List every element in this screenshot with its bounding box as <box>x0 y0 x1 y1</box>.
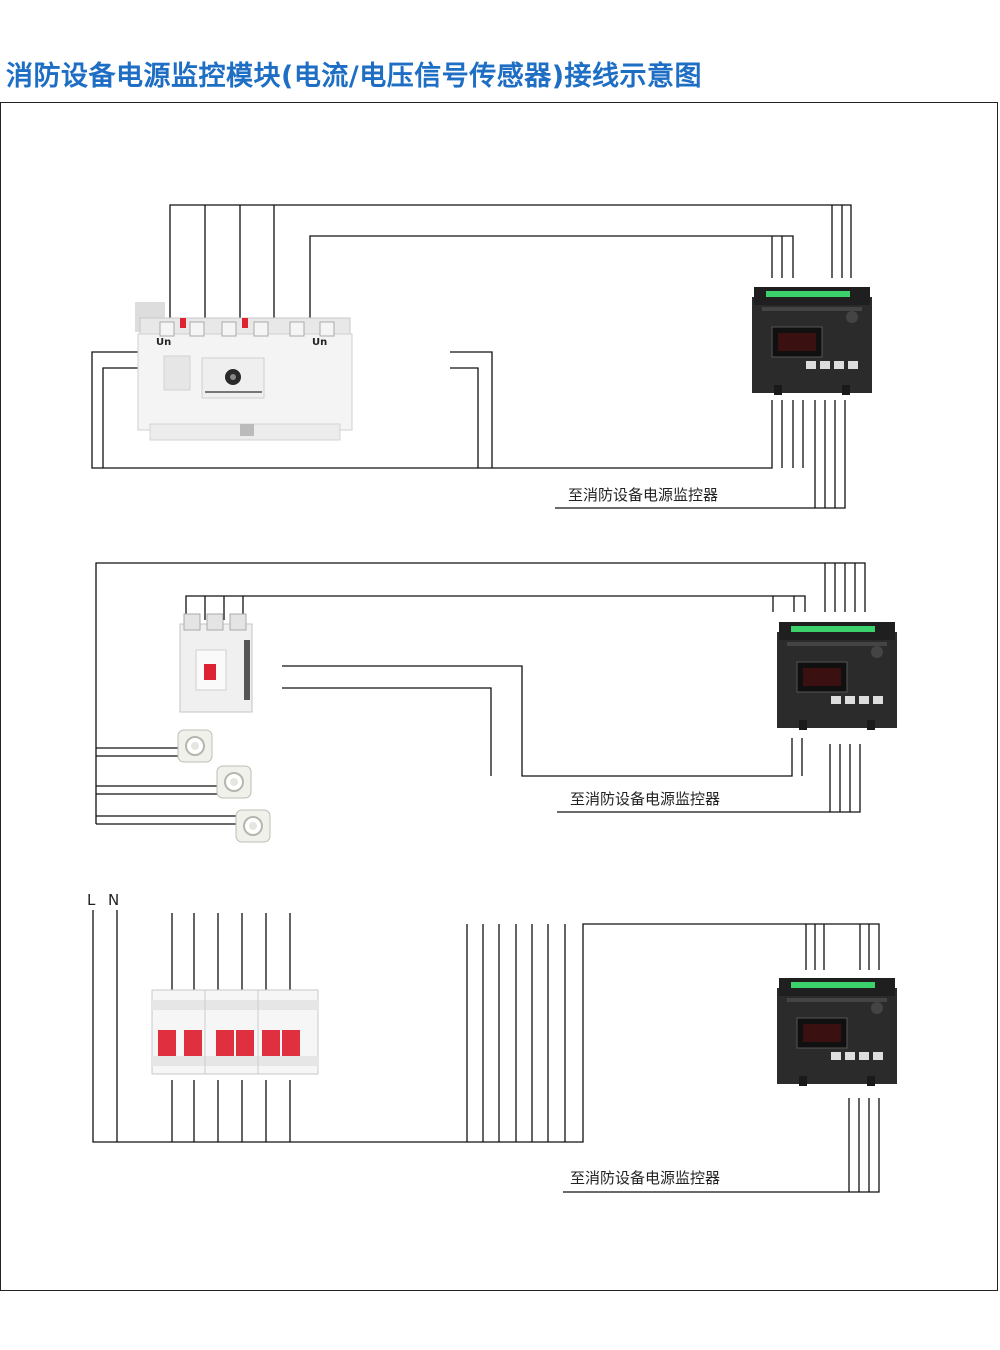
monitoring-module-2 <box>776 621 898 731</box>
circuit-breaker-device <box>179 613 253 713</box>
ats-label-left: Un <box>156 337 171 348</box>
ats-label-right: Un <box>312 337 327 348</box>
monitoring-module-1 <box>751 286 873 396</box>
diagram-1-wiring <box>91 204 852 509</box>
diagram-2-wiring <box>95 562 866 825</box>
monitoring-module-3 <box>776 977 898 1087</box>
destination-label-2: 至消防设备电源监控器 <box>570 790 720 808</box>
current-transformer-1 <box>177 729 213 763</box>
current-transformer-2 <box>216 765 252 799</box>
supply-label-n: N <box>108 891 119 909</box>
current-transformer-3 <box>235 809 271 843</box>
page-title: 消防设备电源监控模块(电流/电压信号传感器)接线示意图 <box>6 61 703 92</box>
diagram-frame <box>0 102 998 1291</box>
supply-label-l: L <box>87 891 96 909</box>
ats-switch-device <box>135 302 353 441</box>
destination-label-3: 至消防设备电源监控器 <box>570 1169 720 1187</box>
destination-label-1: 至消防设备电源监控器 <box>568 486 718 504</box>
mcb-breaker-bank <box>151 989 319 1075</box>
diagram-3-wiring <box>92 910 880 1193</box>
